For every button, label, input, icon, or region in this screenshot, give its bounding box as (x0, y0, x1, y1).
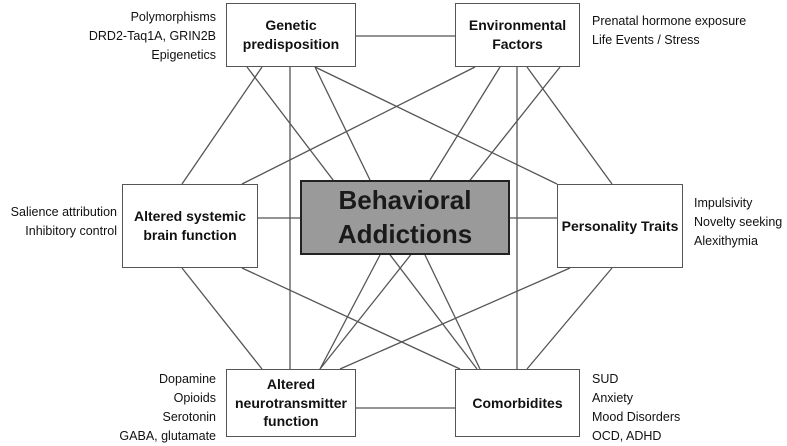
personality-note: Novelty seeking (694, 215, 783, 229)
comorbid-notes: SUD Anxiety Mood Disorders OCD, ADHD (592, 370, 680, 446)
altered-neurotransmitter-box: Altered neurotransmitter function (226, 369, 356, 437)
personality-note: Alexithymia (694, 234, 758, 248)
brain-note: Inhibitory control (25, 224, 117, 238)
connector-environmental-center (429, 66, 501, 181)
genetic-predisposition-box: Genetic predisposition (226, 3, 356, 67)
genetic-title-line2: predisposition (242, 36, 340, 52)
personality-title: Personality Traits (561, 217, 679, 234)
neuro-note: Serotonin (162, 410, 216, 424)
connector-environmental-personality (526, 66, 613, 185)
comorbid-note: Anxiety (592, 391, 633, 405)
connector-brain-comorbid (241, 267, 461, 370)
brain-title-line1: Altered systemic (133, 208, 247, 225)
comorbid-title: Comorbidites (472, 394, 563, 411)
personality-note: Impulsivity (694, 196, 753, 210)
connector-neuro-center (319, 254, 381, 370)
genetic-notes: Polymorphisms DRD2-Taq1A, GRIN2B Epigene… (89, 8, 216, 65)
connector-comorbid-center (424, 254, 481, 370)
altered-brain-function-box: Altered systemic brain function (122, 184, 258, 268)
genetic-note: DRD2-Taq1A, GRIN2B (88, 29, 216, 43)
neuro-note: Dopamine (159, 372, 216, 386)
connector-genetic-center (314, 66, 371, 181)
genetic-note: Epigenetics (151, 48, 216, 62)
neuro-notes: Dopamine Opioids Serotonin GABA, glutama… (119, 370, 216, 446)
connector-genetic-brain (181, 66, 263, 185)
comorbid-note: OCD, ADHD (592, 429, 662, 443)
environmental-factors-box: Environmental Factors (455, 3, 580, 67)
connector-brain-neuro (181, 267, 263, 370)
connector-genetic-personality (314, 66, 558, 185)
center-title-line2: Addictions (337, 218, 473, 249)
genetic-title-line1: Genetic (265, 17, 317, 34)
connector-personality-comorbid (526, 267, 613, 370)
comorbid-note: SUD (592, 372, 619, 386)
comorbid-note: Mood Disorders (592, 410, 681, 424)
neuro-title-line3: function (263, 413, 319, 430)
environmental-notes: Prenatal hormone exposure Life Events / … (592, 12, 746, 50)
personality-notes: Impulsivity Novelty seeking Alexithymia (694, 194, 782, 251)
brain-notes: Salience attribution Inhibitory control (11, 203, 117, 241)
neuro-note: Opioids (173, 391, 216, 405)
connector-environmental-brain (241, 66, 476, 185)
brain-title-line2: brain function (143, 227, 237, 243)
brain-note: Salience attribution (10, 205, 117, 219)
neuro-title-line1: Altered (266, 375, 316, 392)
environmental-title-line1: Environmental (468, 17, 567, 34)
environmental-note: Life Events / Stress (592, 33, 700, 47)
neuro-title-line2: neurotransmitter (234, 394, 348, 411)
personality-traits-box: Personality Traits (557, 184, 683, 268)
genetic-note: Polymorphisms (130, 10, 216, 24)
environmental-title-line2: Factors (492, 36, 543, 52)
behavioral-addictions-box: Behavioral Addictions (300, 180, 510, 255)
neuro-note: GABA, glutamate (119, 429, 216, 443)
comorbidites-box: Comorbidites (455, 369, 580, 437)
center-title-line1: Behavioral (338, 184, 472, 215)
environmental-note: Prenatal hormone exposure (592, 14, 747, 28)
